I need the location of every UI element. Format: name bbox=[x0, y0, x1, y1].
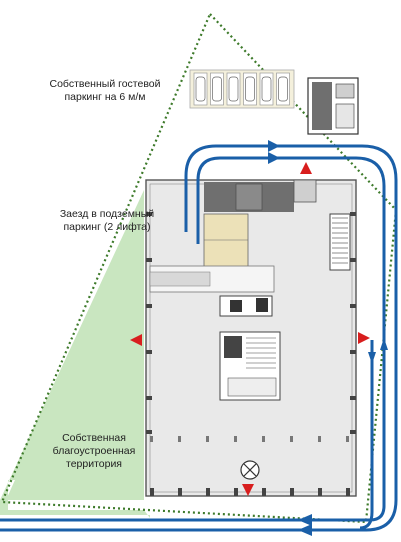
annex-structure bbox=[307, 77, 359, 135]
parking-stall bbox=[259, 72, 274, 106]
column bbox=[350, 396, 356, 400]
column bbox=[350, 258, 356, 262]
column bbox=[350, 304, 356, 308]
column bbox=[146, 258, 152, 262]
label-underground-entry-line1: Заезд в подземный bbox=[59, 208, 155, 220]
column bbox=[206, 488, 210, 496]
label-guest-parking-line2: паркинг на 6 м/м bbox=[64, 91, 146, 103]
label-own-territory-line1: Собственная bbox=[62, 432, 126, 444]
main-building bbox=[145, 179, 357, 497]
parking-stall bbox=[243, 72, 257, 106]
column bbox=[146, 350, 152, 354]
traffic-routes bbox=[0, 144, 398, 532]
parking-stall bbox=[210, 72, 224, 106]
label-own-territory-line3: территория bbox=[66, 458, 122, 470]
entrance-marker-icon bbox=[130, 162, 370, 496]
label-underground-entry: Заезд в подземный паркинг (2 лифта) bbox=[52, 208, 162, 234]
column bbox=[150, 488, 154, 496]
column bbox=[178, 436, 181, 442]
column bbox=[146, 396, 152, 400]
column bbox=[350, 212, 356, 216]
column bbox=[178, 488, 182, 496]
parking-stall bbox=[276, 72, 290, 106]
column bbox=[350, 350, 356, 354]
lift-x-icon bbox=[240, 460, 260, 480]
column bbox=[262, 436, 265, 442]
column bbox=[262, 488, 266, 496]
column bbox=[318, 436, 321, 442]
guest-parking bbox=[189, 69, 295, 109]
column bbox=[150, 436, 153, 442]
column bbox=[318, 488, 322, 496]
column bbox=[290, 436, 293, 442]
label-own-territory-line2: благоустроенная bbox=[52, 445, 136, 457]
column bbox=[146, 430, 152, 434]
label-underground-entry-line2: паркинг (2 лифта) bbox=[63, 221, 151, 233]
parking-stall bbox=[226, 72, 241, 106]
green-territory-wedge bbox=[6, 192, 144, 500]
column bbox=[146, 304, 152, 308]
parking-stall bbox=[193, 72, 208, 106]
route-arrow-icon bbox=[268, 140, 388, 536]
label-guest-parking: Собственный гостевой паркинг на 6 м/м bbox=[40, 78, 170, 104]
column bbox=[234, 436, 237, 442]
column bbox=[234, 488, 238, 496]
column bbox=[346, 436, 349, 442]
column bbox=[206, 436, 209, 442]
column bbox=[146, 212, 152, 216]
column bbox=[350, 430, 356, 434]
column bbox=[346, 488, 350, 496]
column bbox=[290, 488, 294, 496]
label-own-territory: Собственная благоустроенная территория bbox=[40, 432, 148, 471]
label-guest-parking-line1: Собственный гостевой bbox=[49, 78, 161, 90]
